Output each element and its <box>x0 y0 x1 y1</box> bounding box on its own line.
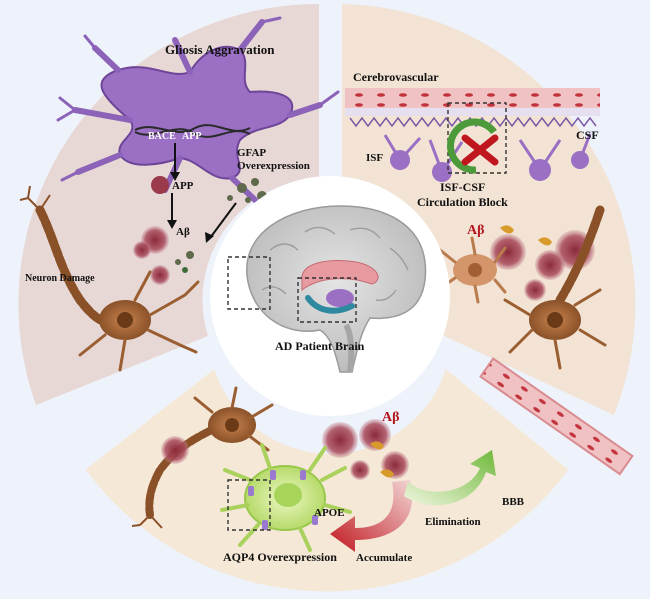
bace-label: BACE <box>148 131 176 142</box>
elimination-label: Elimination <box>425 516 481 528</box>
sector-clearance <box>86 370 568 592</box>
gfap-label-line2: Overexpression <box>237 160 310 172</box>
gfap-label-line1: GFAP <box>237 147 267 159</box>
abeta-plaque-bottom <box>161 419 409 480</box>
aqp4-label: AQP4 Overexpression <box>223 550 337 564</box>
block-label-line1: ISF-CSF <box>440 180 486 194</box>
elimination-arrow <box>404 450 496 506</box>
apoe-astrocyte <box>220 443 352 552</box>
cerebrovascular-label: Cerebrovascular <box>353 70 439 84</box>
app-label: APP <box>172 180 194 192</box>
abeta-label-bottom: Aβ <box>382 410 400 425</box>
neuron-left <box>19 185 200 372</box>
neuron-bottom <box>131 386 274 529</box>
gliosis-title: Gliosis Aggravation <box>165 42 275 57</box>
abeta-label-left: Aβ <box>176 226 190 238</box>
abeta-plaque-left <box>133 226 194 285</box>
block-cross-icon <box>461 134 499 166</box>
circulation-arrow <box>447 118 497 174</box>
apoe-label: APOE <box>314 507 345 519</box>
astrocyte-cell <box>56 16 340 214</box>
accumulate-label: Accumulate <box>356 552 413 564</box>
neuron-damage-label: Neuron Damage <box>25 273 95 284</box>
aqp4-zoom-box <box>227 479 271 531</box>
brain-zoom-box-left <box>227 256 271 310</box>
brain-zoom-box-right <box>297 277 357 323</box>
bbb-label: BBB <box>502 496 525 508</box>
csf-label: CSF <box>576 128 599 142</box>
app-blob <box>151 176 169 194</box>
cerebrovascular-vessel <box>345 88 600 108</box>
brain-illustration <box>246 205 427 373</box>
block-label-line2: Circulation Block <box>417 195 508 209</box>
accumulate-arrow <box>330 480 413 552</box>
neuron-right <box>503 205 607 370</box>
isf-label: ISF <box>366 152 384 164</box>
circulation-zoom-box <box>447 102 507 174</box>
abeta-label-right: Aβ <box>467 223 485 238</box>
brain-caption: AD Patient Brain <box>275 339 365 353</box>
app-inner-label: APP <box>182 131 202 142</box>
gfap-arrow <box>209 202 237 239</box>
bbb-vessel <box>479 357 634 476</box>
